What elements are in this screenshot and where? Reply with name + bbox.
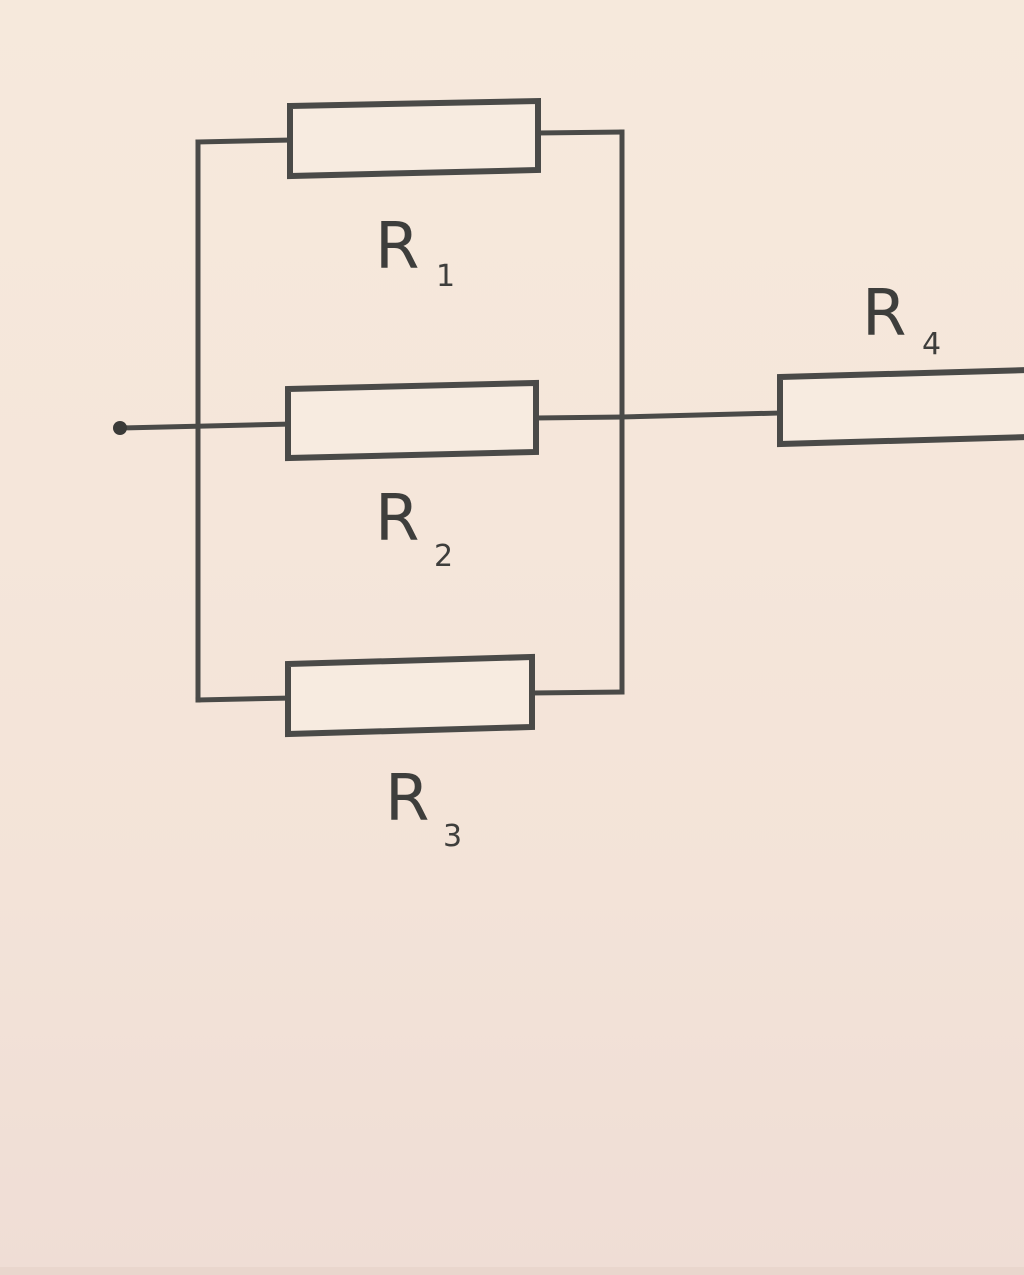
label-r3: R 3	[385, 762, 462, 854]
label-r4: R 4	[862, 277, 941, 362]
r3-right-lead	[529, 689, 625, 696]
label-r2-index: 2	[434, 539, 453, 574]
label-r1-letter: R	[375, 210, 419, 284]
label-r4-index: 4	[922, 327, 941, 362]
r3-left-lead	[195, 695, 293, 703]
r1-left-lead	[195, 137, 293, 145]
input-wire	[117, 421, 293, 431]
page-bottom-edge	[0, 1267, 1024, 1275]
label-r3-index: 3	[443, 819, 462, 854]
label-r3-letter: R	[385, 762, 429, 836]
label-r1-index: 1	[436, 259, 455, 294]
resistor-r4	[777, 367, 1024, 448]
r4-lead	[619, 410, 783, 420]
resistor-r1	[287, 97, 541, 180]
label-r1: R 1	[375, 210, 455, 294]
resistor-r3	[285, 653, 535, 738]
label-r2-letter: R	[375, 482, 419, 556]
r2-right-lead	[533, 414, 625, 421]
label-r4-letter: R	[862, 277, 906, 351]
label-r2: R 2	[375, 482, 453, 574]
resistor-r2	[285, 379, 539, 462]
input-terminal-dot	[113, 421, 127, 435]
r1-right-lead	[535, 129, 625, 136]
